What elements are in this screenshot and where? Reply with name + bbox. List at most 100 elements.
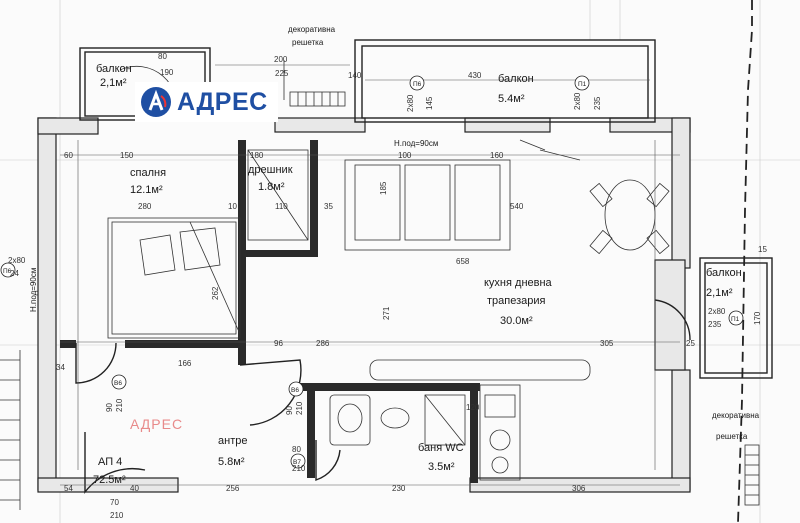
room-area-hall: 5.8м² [218, 456, 245, 468]
room-area-kitchen: 30.0м² [500, 315, 533, 327]
dim-271: 271 [382, 306, 391, 320]
room-name-balcony-right: балкон [706, 267, 742, 279]
dim-210c: 210 [292, 464, 306, 473]
dim-170: 170 [753, 311, 762, 325]
kitchen-counter [369, 359, 591, 481]
dim-2x80b: 2x80 [573, 92, 582, 110]
tag-p1-right: П1 [731, 316, 740, 323]
dim-256: 256 [226, 484, 240, 493]
dim-190: 190 [160, 68, 174, 77]
room-area-apartment: 72.5м² [93, 474, 126, 486]
dim-180: 180 [250, 151, 264, 160]
dim-540: 540 [510, 202, 524, 211]
stair [0, 350, 21, 510]
dim-262: 262 [211, 286, 220, 300]
room-area-bedroom: 12.1м² [130, 184, 163, 196]
note-deco-right-2: решетка [716, 432, 748, 441]
room-area-bath: 3.5м² [428, 461, 455, 473]
decorative-grille-right [744, 444, 760, 506]
room-name-apartment: АП 4 [98, 456, 122, 468]
dim-210: 210 [115, 398, 124, 412]
dim-658: 658 [456, 257, 470, 266]
dim-80c: 80 [292, 445, 301, 454]
brand-logo-icon [141, 87, 171, 117]
balcony-right-outline [699, 257, 773, 379]
brand-watermark: АДРЕС [130, 416, 184, 432]
dim-34: 34 [56, 363, 65, 372]
balcony-top-outline [354, 39, 656, 161]
dim-305: 305 [600, 339, 614, 348]
room-area-balcony-top-left: 2,1м² [100, 77, 127, 89]
tag-p6: П6 [413, 81, 422, 88]
tag-b6b: В6 [291, 387, 299, 394]
dim-2x80: 2x80 [406, 94, 415, 112]
dim-2x80c: 2x80 [708, 307, 726, 316]
dim-160: 160 [490, 151, 504, 160]
tag-b7: В7 [293, 459, 301, 466]
tag-markers [0, 75, 744, 469]
dim-60: 60 [64, 151, 73, 160]
dim-15: 15 [758, 245, 767, 254]
dim-280: 280 [138, 202, 152, 211]
dim-80: 80 [158, 52, 167, 61]
room-name-kitchen: кухня дневна [484, 277, 553, 289]
dim-166: 166 [178, 359, 192, 368]
dim-225: 225 [275, 69, 289, 78]
dim-90b: 90 [285, 406, 294, 415]
room-name-bath: баня WC [418, 442, 464, 454]
dim-25: 25 [686, 339, 695, 348]
note-sill: Н.под=90см [394, 139, 438, 148]
dim-35: 35 [324, 202, 333, 211]
dim-40: 40 [130, 484, 139, 493]
dim-230: 230 [392, 484, 406, 493]
room-area-balcony-right: 2,1м² [706, 287, 733, 299]
tag-b6: В6 [114, 380, 122, 387]
brand-logo: АДРЕС [135, 82, 278, 122]
room-name-balcony-top-left: балкон [96, 63, 132, 75]
decorative-grille-top [283, 60, 346, 107]
bathroom-fixtures [329, 394, 466, 446]
tag-p6-left: П6 [3, 268, 12, 275]
room-name-hall: антре [218, 435, 247, 447]
room-name-kitchen-2: трапезария [487, 295, 546, 307]
dim-306: 306 [572, 484, 586, 493]
wardrobe-fixture [247, 149, 309, 241]
dim-96: 96 [274, 339, 283, 348]
dim-235: 235 [593, 96, 602, 110]
dim-110: 110 [275, 202, 288, 211]
bed [107, 217, 241, 339]
room-area-wardrobe: 1.8м² [258, 181, 285, 193]
brand-logo-text: АДРЕС [177, 87, 268, 116]
interior-walls [60, 140, 480, 483]
note-sill-left: Н.под=90см [29, 268, 38, 312]
dim-210b: 210 [295, 401, 304, 415]
tag-p1: П1 [578, 81, 587, 88]
room-name-wardrobe: дрешник [248, 164, 293, 176]
note-deco-top-2: решетка [292, 38, 324, 47]
dim-2x80-left: 2x80 [8, 256, 26, 265]
dim-100: 100 [398, 151, 412, 160]
dim-185: 185 [379, 181, 388, 195]
doors [75, 299, 691, 495]
sofa [344, 159, 511, 251]
dim-145: 145 [425, 96, 434, 110]
dim-120: 120 [466, 403, 480, 412]
note-deco-top-1: декоративна [288, 25, 336, 34]
dim-286: 286 [316, 339, 330, 348]
room-area-balcony-top: 5.4м² [498, 93, 525, 105]
dim-10: 10 [228, 202, 237, 211]
room-name-bedroom: спалня [130, 167, 166, 179]
dim-90: 90 [105, 403, 114, 412]
dim-200: 200 [274, 55, 288, 64]
dim-210d: 210 [110, 511, 124, 520]
dim-54: 54 [64, 484, 73, 493]
dim-70: 70 [110, 498, 119, 507]
dim-24: 24 [10, 269, 19, 278]
note-deco-right-1: декоративна [712, 411, 760, 420]
dining-table [589, 179, 670, 255]
dim-430: 430 [468, 71, 482, 80]
boundary-line [737, 0, 753, 523]
dim-150: 150 [120, 151, 134, 160]
